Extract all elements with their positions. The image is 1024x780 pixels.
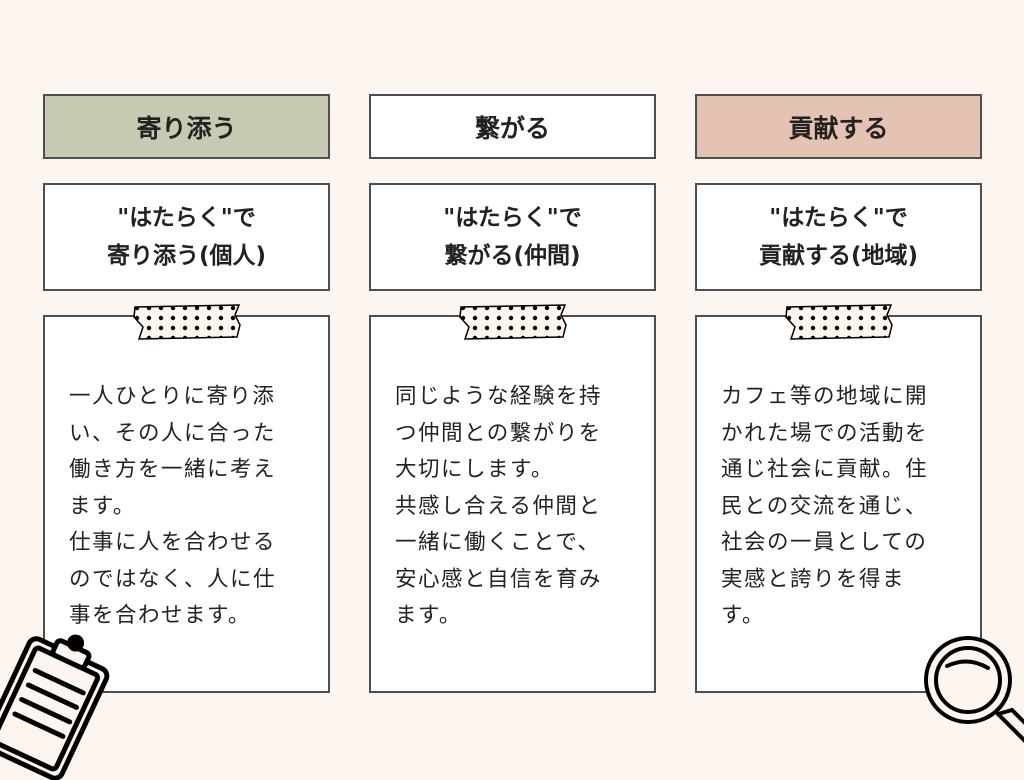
title-text: 寄り添う — [136, 113, 237, 143]
body-line: 安心感と自信を育み — [395, 566, 603, 592]
body-line: 同じような経験を持 — [395, 384, 603, 409]
dotted-tape-decoration — [785, 304, 893, 340]
subtitle-line: "はたらく"で — [769, 205, 908, 231]
body-line: ます。 — [69, 493, 136, 519]
subtitle-line: "はたらく"で — [443, 205, 582, 231]
column-title-kouken: 貢献する — [695, 94, 982, 159]
column-subtitle-tsunagaru: "はたらく"で繋がる(仲間) — [369, 183, 656, 291]
body-line: 一緒に働くことで、 — [395, 530, 601, 555]
body-line: 共感し合える仲間と — [395, 493, 602, 519]
body-line: カフェ等の地域に開 — [721, 384, 929, 409]
title-text: 貢献する — [788, 113, 889, 143]
subtitle-line: 繋がる(仲間) — [444, 243, 581, 269]
dotted-tape-decoration — [133, 304, 241, 340]
body-line: 事を合わせます。 — [69, 603, 251, 628]
body-line: 大切にします。 — [395, 457, 554, 482]
column-subtitle-kouken: "はたらく"で貢献する(地域) — [695, 183, 982, 291]
body-line: かれた場での活動を — [721, 420, 929, 446]
title-text: 繋がる — [474, 113, 550, 143]
column-body-yorisou: 一人ひとりに寄り添い、その人に合った働き方を一緒に考えます。仕事に人を合わせるの… — [43, 315, 330, 693]
body-line: 通じ社会に貢献。住 — [721, 457, 929, 482]
body-line: 民との交流を通じ、 — [721, 493, 928, 519]
body-line: のではなく、人に仕 — [69, 566, 277, 592]
magnifying-glass-icon — [924, 636, 1024, 743]
body-line: 実感と誇りを得ま — [721, 566, 906, 592]
subtitle-line: 寄り添う(個人) — [106, 243, 267, 269]
subtitle-line: "はたらく"で — [117, 205, 256, 231]
body-line: い、その人に合った — [69, 420, 277, 446]
dotted-tape-decoration — [459, 304, 567, 340]
body-line: ます。 — [395, 603, 462, 628]
column-subtitle-yorisou: "はたらく"で寄り添う(個人) — [43, 183, 330, 291]
body-line: 社会の一員としての — [721, 530, 928, 555]
subtitle-line: 貢献する(地域) — [758, 243, 919, 269]
body-line: 仕事に人を合わせる — [69, 530, 277, 555]
body-line: 働き方を一緒に考え — [69, 457, 277, 482]
body-line: つ仲間との繋がりを — [395, 420, 602, 446]
column-title-tsunagaru: 繋がる — [369, 94, 656, 159]
clipboard-icon — [0, 634, 110, 780]
column-body-kouken: カフェ等の地域に開かれた場での活動を通じ社会に貢献。住民との交流を通じ、社会の一… — [695, 315, 982, 693]
body-line: す。 — [721, 603, 765, 628]
column-title-yorisou: 寄り添う — [43, 94, 330, 159]
column-body-tsunagaru: 同じような経験を持つ仲間との繋がりを大切にします。共感し合える仲間と一緒に働くこ… — [369, 315, 656, 693]
body-line: 一人ひとりに寄り添 — [69, 384, 276, 409]
